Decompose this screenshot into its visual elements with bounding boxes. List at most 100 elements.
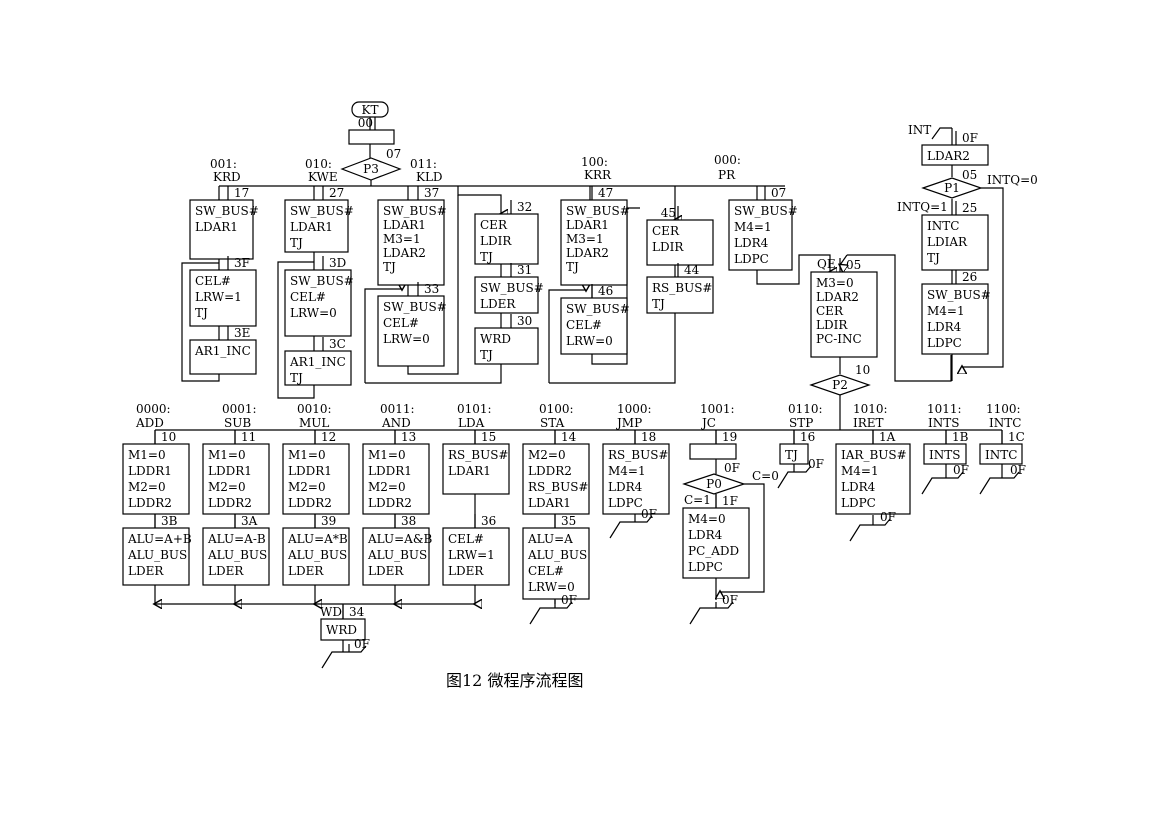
branch-name: AND xyxy=(381,416,411,430)
branch-label-sta: 0100:STA xyxy=(539,402,574,430)
address-label: 10 xyxy=(855,363,870,377)
micro-op-text: M4=1 xyxy=(734,220,772,234)
micro-op-text: RS_BUS# xyxy=(528,480,588,494)
address-label: 32 xyxy=(517,200,532,214)
address-label: 33 xyxy=(424,282,439,296)
micro-op-text: SW_BUS# xyxy=(927,288,991,302)
box-outline xyxy=(921,214,989,271)
branch-name: INTC xyxy=(989,416,1021,430)
micro-op-text: TJ xyxy=(195,306,208,320)
box-outline xyxy=(921,283,989,355)
address-label: 16 xyxy=(800,430,815,444)
exit-label: 0F xyxy=(722,593,738,607)
micro-op-text: LDIR xyxy=(480,234,512,248)
micro-op-text: M1=0 xyxy=(208,448,246,462)
start-label: KT xyxy=(362,103,379,117)
micro-op-text: LDAR1 xyxy=(195,220,238,234)
micro-op-text: LDER xyxy=(288,564,324,578)
box-outline xyxy=(282,443,350,515)
address-label: 37 xyxy=(424,186,439,200)
branch-name: KWE xyxy=(308,170,338,184)
micro-op-text: LDAR2 xyxy=(566,246,609,260)
micro-op-text: M4=1 xyxy=(927,304,965,318)
branch-name: MUL xyxy=(299,416,329,430)
micro-op-text: CEL# xyxy=(290,290,326,304)
address-label: 3D xyxy=(329,256,346,270)
branch-label-ints: 1011:INTS xyxy=(927,402,962,430)
micro-op-text: LDDR2 xyxy=(128,496,172,510)
box-outline xyxy=(474,327,539,365)
address-label: 14 xyxy=(561,430,577,444)
micro-op-text: LDPC xyxy=(734,252,769,266)
micro-op-text: LDAR2 xyxy=(383,246,426,260)
micro-op-text: SW_BUS# xyxy=(290,274,354,288)
exit-to-0f: 0F xyxy=(777,457,824,489)
exit-to-0f: 0F xyxy=(529,593,577,625)
box-outline xyxy=(646,219,714,266)
exit-stub xyxy=(979,471,1020,495)
address-label: 15 xyxy=(481,430,496,444)
branch-label-krr: 100:KRR xyxy=(581,155,612,182)
branch-code: 0100: xyxy=(539,402,574,416)
connector-line xyxy=(548,290,586,383)
micro-op-text: LRW=1 xyxy=(448,548,495,562)
micro-op-text: LDPC xyxy=(927,336,962,350)
connector-line xyxy=(756,254,830,285)
start-terminal xyxy=(351,101,389,118)
address-label: 00 xyxy=(358,116,373,130)
box-outline xyxy=(362,443,430,515)
micro-op-text: LDDR2 xyxy=(368,496,412,510)
micro-op-text: SW_BUS# xyxy=(383,300,447,314)
micro-op-text: LDDR1 xyxy=(368,464,412,478)
micro-op-text: LDDR1 xyxy=(128,464,172,478)
decision-label: P2 xyxy=(832,378,848,392)
decision-label: P3 xyxy=(363,162,379,176)
micro-op-text: LDER xyxy=(368,564,404,578)
box-outline xyxy=(189,199,254,260)
micro-op-text: LDAR1 xyxy=(528,496,571,510)
branch-name: STA xyxy=(540,416,565,430)
micro-op-text: ALU=A*B xyxy=(287,532,348,546)
address-label: 11 xyxy=(241,430,256,444)
address-label: 1C xyxy=(1008,430,1025,444)
micro-op-text: SW_BUS# xyxy=(383,204,447,218)
micro-op-text: LDDR2 xyxy=(288,496,332,510)
exit-stub xyxy=(689,601,734,625)
exit-to-0f: 0F xyxy=(321,637,370,669)
branch-code: 0001: xyxy=(222,402,257,416)
box-outline xyxy=(560,199,628,286)
micro-op-text: LDDR2 xyxy=(528,464,572,478)
address-label: 45 xyxy=(661,206,676,220)
micro-op-text: M2=0 xyxy=(288,480,326,494)
branch-code: 0110: xyxy=(788,402,823,416)
box-outline xyxy=(923,443,967,465)
exit-label: 0F xyxy=(641,507,657,521)
micro-op-text: LDAR1 xyxy=(448,464,491,478)
micro-op-text: CEL# xyxy=(383,316,419,330)
branch-code: 000: xyxy=(714,153,741,167)
micro-op-text: PC_ADD xyxy=(688,544,739,558)
micro-op-text: M4=0 xyxy=(688,512,726,526)
box-outline xyxy=(442,527,510,586)
micro-op-text: LDER xyxy=(480,297,516,311)
decision-label: P1 xyxy=(944,181,960,195)
micro-op-text: AR1_INC xyxy=(194,344,251,358)
address-label: 1F xyxy=(722,494,738,508)
micro-op-text: SW_BUS# xyxy=(734,204,798,218)
micro-op-text: M2=0 xyxy=(528,448,566,462)
micro-op-text: LDAR2 xyxy=(816,290,859,304)
micro-op-text: SW_BUS# xyxy=(290,204,354,218)
micro-op-text: LDAR1 xyxy=(290,220,333,234)
